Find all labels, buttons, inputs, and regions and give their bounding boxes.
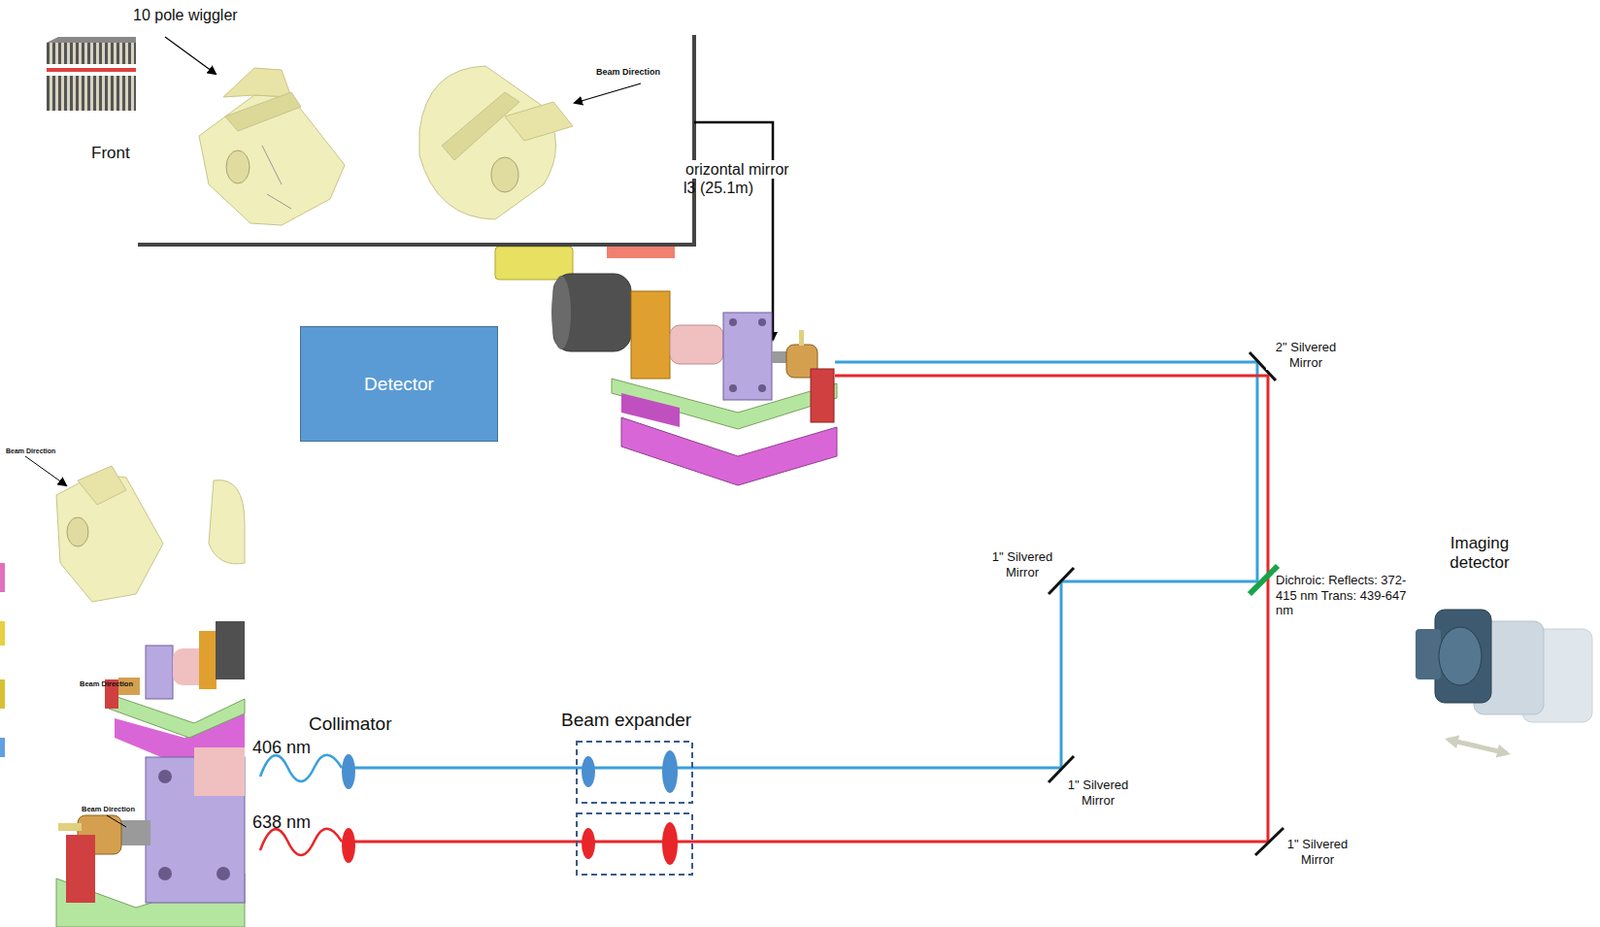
mirror-label: 1" Silvered Mirror: [1060, 777, 1136, 808]
mirrors: [1048, 352, 1284, 856]
box-label: Detector: [364, 373, 434, 396]
component-label: Collimator: [308, 713, 393, 736]
direction-label: Beam Direction: [596, 66, 661, 78]
mirror-assembly: [551, 273, 837, 486]
mirror-label: l3 (25.1m): [683, 178, 754, 198]
part-name: 10 pole wiggler: [133, 5, 238, 25]
component-label: Beam expander: [561, 709, 692, 733]
detector-label: Imaging detector: [1429, 533, 1531, 574]
detector-box: Detector: [300, 326, 499, 442]
imaging-camera: [1415, 609, 1593, 754]
view-label: Front: [91, 143, 131, 164]
direction-label: Beam Direction: [81, 804, 135, 814]
wavelength-label: 406 nm: [252, 737, 311, 760]
mirror-label: orizontal mirror: [683, 160, 792, 179]
mirror-label: 1" Silvered Mirror: [1279, 836, 1356, 867]
direction-label: Beam Direction: [79, 679, 134, 689]
direction-label: Beam Direction: [5, 447, 56, 456]
sources: [260, 741, 693, 875]
wavelength-label: 638 nm: [252, 812, 311, 834]
left-crops: [0, 456, 245, 927]
mirror-label: 2" Silvered Mirror: [1266, 339, 1346, 370]
mirror-label: 1" Silvered Mirror: [984, 549, 1061, 580]
dichroic-label: Dichroic: Reflects: 372-415 nm Trans: 43…: [1273, 572, 1424, 619]
